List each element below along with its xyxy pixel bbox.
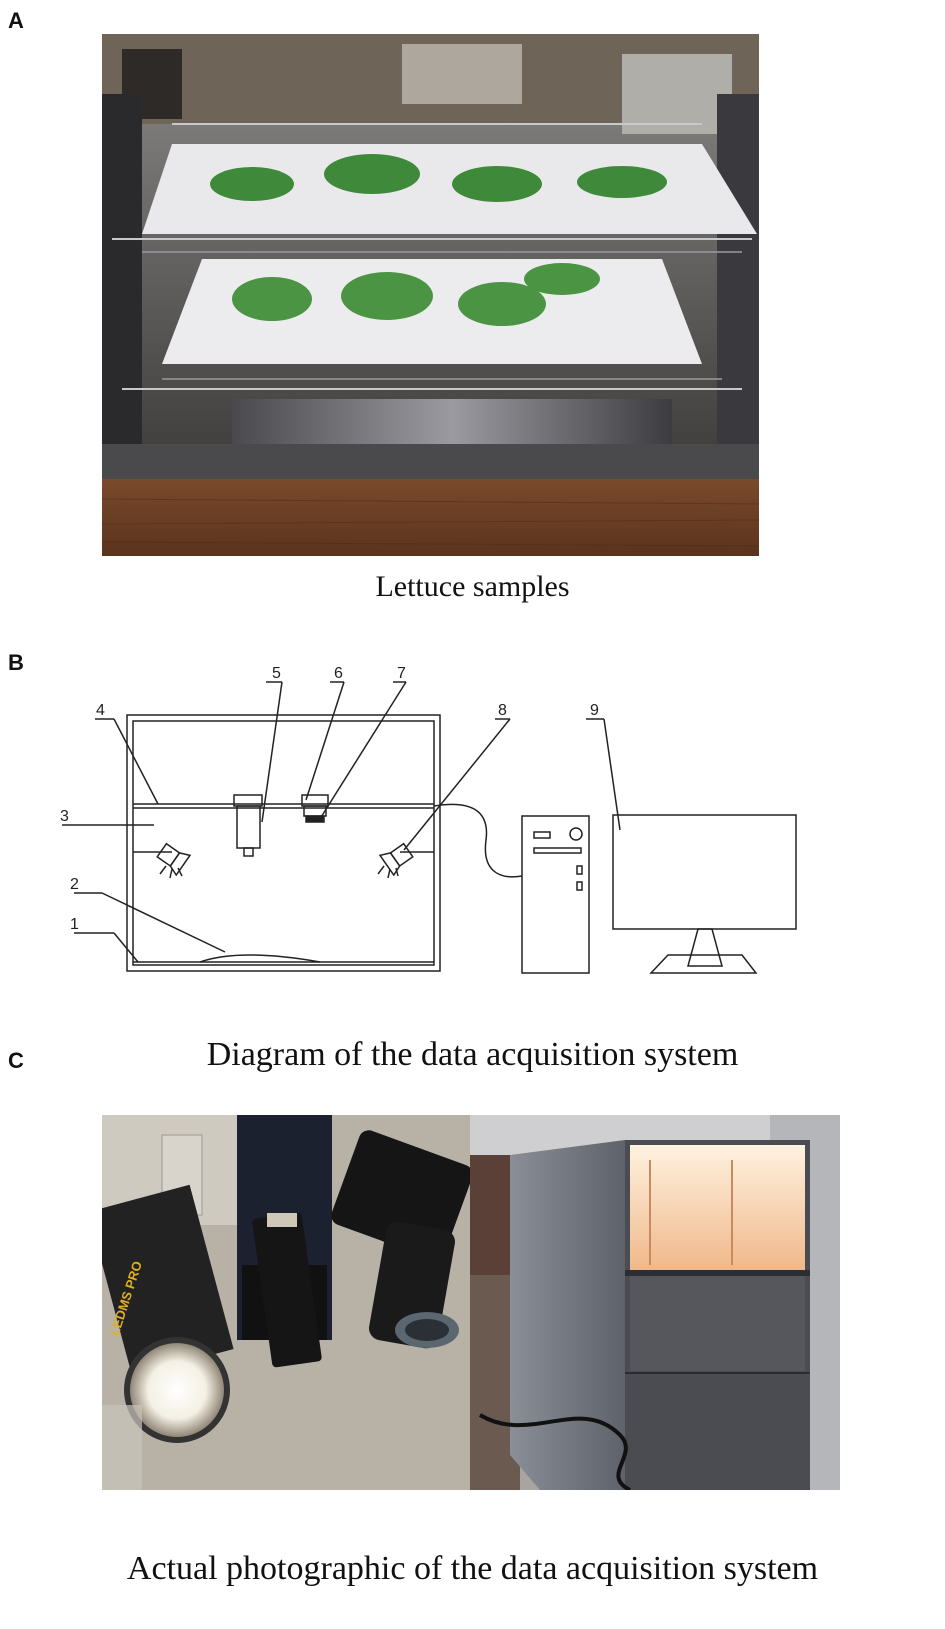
panel-c-caption: Actual photographic of the data acquisit… (126, 1550, 819, 1587)
lettuce-oven-photo (102, 34, 759, 556)
equipment-closeup-photo: LEDMS PRO (102, 1115, 470, 1490)
monitor-base (649, 954, 758, 974)
panel-c-letter: C (8, 1048, 24, 1073)
camera-body (236, 805, 261, 849)
panel-b-letter: B (8, 650, 24, 675)
acquisition-system-diagram: 1 2 3 4 5 6 7 8 9 (60, 665, 797, 974)
computer-tower (521, 815, 590, 974)
label-3: 3 (60, 808, 69, 825)
panel-b-caption: Diagram of the data acquisition system (206, 1036, 739, 1073)
label-4: 4 (96, 702, 105, 719)
lamp-fixture (102, 1184, 234, 1443)
label-5: 5 (272, 665, 281, 682)
sample-shape (199, 954, 321, 963)
label-9: 9 (590, 702, 599, 719)
right-lamp (378, 842, 414, 877)
dark-box-photo (470, 1115, 840, 1490)
label-2: 2 (70, 876, 79, 893)
sensor-head (305, 815, 325, 823)
illuminated-interior (630, 1145, 805, 1270)
monitor-screen (612, 814, 797, 930)
label-8: 8 (498, 702, 507, 719)
label-6: 6 (334, 665, 343, 682)
monitor-stand (687, 928, 723, 967)
label-7: 7 (397, 665, 406, 682)
dslr-camera (331, 1130, 470, 1349)
dark-box-outline (126, 714, 441, 972)
label-1: 1 (70, 916, 79, 933)
panel-a-letter: A (8, 8, 24, 33)
left-lamp (156, 842, 192, 877)
panel-a-caption: Lettuce samples (375, 570, 570, 603)
connection-cable (433, 803, 523, 878)
box-side (510, 1140, 625, 1490)
